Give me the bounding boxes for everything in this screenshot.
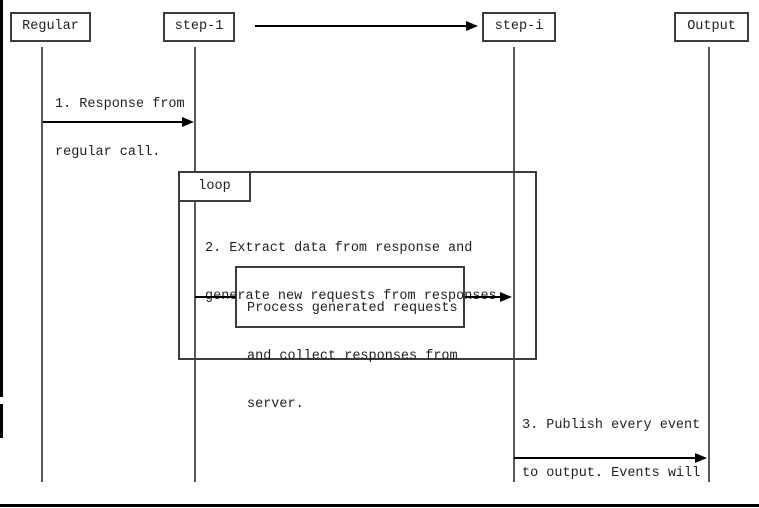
note-line: generate new requests from responses. — [205, 289, 505, 304]
actor-regular: Regular — [10, 12, 91, 42]
note-line: 1. Response from — [55, 97, 185, 112]
note-line: regular call. — [55, 145, 161, 160]
actor-output: Output — [674, 12, 749, 42]
lifeline-step-1 — [194, 47, 196, 482]
actor-step-1: step-1 — [163, 12, 235, 42]
window-border-left-lower — [0, 404, 3, 438]
process-in-line — [195, 296, 235, 298]
message-1-arrow-head-icon — [182, 117, 194, 127]
window-border-bottom — [0, 504, 759, 507]
loop-fragment-label-box: loop — [178, 171, 251, 202]
process-out-arrow-line — [465, 296, 501, 298]
message-3-arrow-line — [514, 457, 696, 459]
header-arrow-line — [255, 25, 467, 27]
lifeline-output — [708, 47, 710, 482]
message-2-text: 2. Extract data from response and genera… — [205, 209, 505, 337]
message-3-text: 3. Publish every event to output. Events… — [522, 386, 708, 508]
loop-fragment-frame — [178, 171, 537, 360]
lifeline-regular — [41, 47, 43, 482]
note-line: and collect responses from — [247, 349, 458, 364]
actor-output-label: Output — [687, 19, 736, 34]
window-border-left-upper — [0, 0, 3, 397]
note-line: Process generated requests — [247, 301, 458, 316]
message-1-arrow-line — [43, 121, 183, 123]
note-line: server. — [247, 397, 304, 412]
loop-fragment-label: loop — [198, 178, 231, 194]
note-line: to output. Events will — [522, 466, 701, 481]
process-box-text: Process generated requests and collect r… — [247, 269, 458, 445]
message-3-arrow-head-icon — [695, 453, 707, 463]
note-line: 3. Publish every event — [522, 418, 701, 433]
lifeline-step-i — [513, 47, 515, 482]
process-out-arrow-head-icon — [500, 292, 512, 302]
actor-regular-label: Regular — [22, 19, 79, 34]
message-1-text: 1. Response from regular call. — [55, 65, 185, 193]
actor-step-i: step-i — [482, 12, 556, 42]
header-arrow-head-icon — [466, 21, 478, 31]
process-box — [235, 266, 465, 328]
actor-step-i-label: step-i — [494, 19, 544, 34]
actor-step-1-label: step-1 — [174, 19, 224, 34]
note-line: 2. Extract data from response and — [205, 241, 473, 256]
